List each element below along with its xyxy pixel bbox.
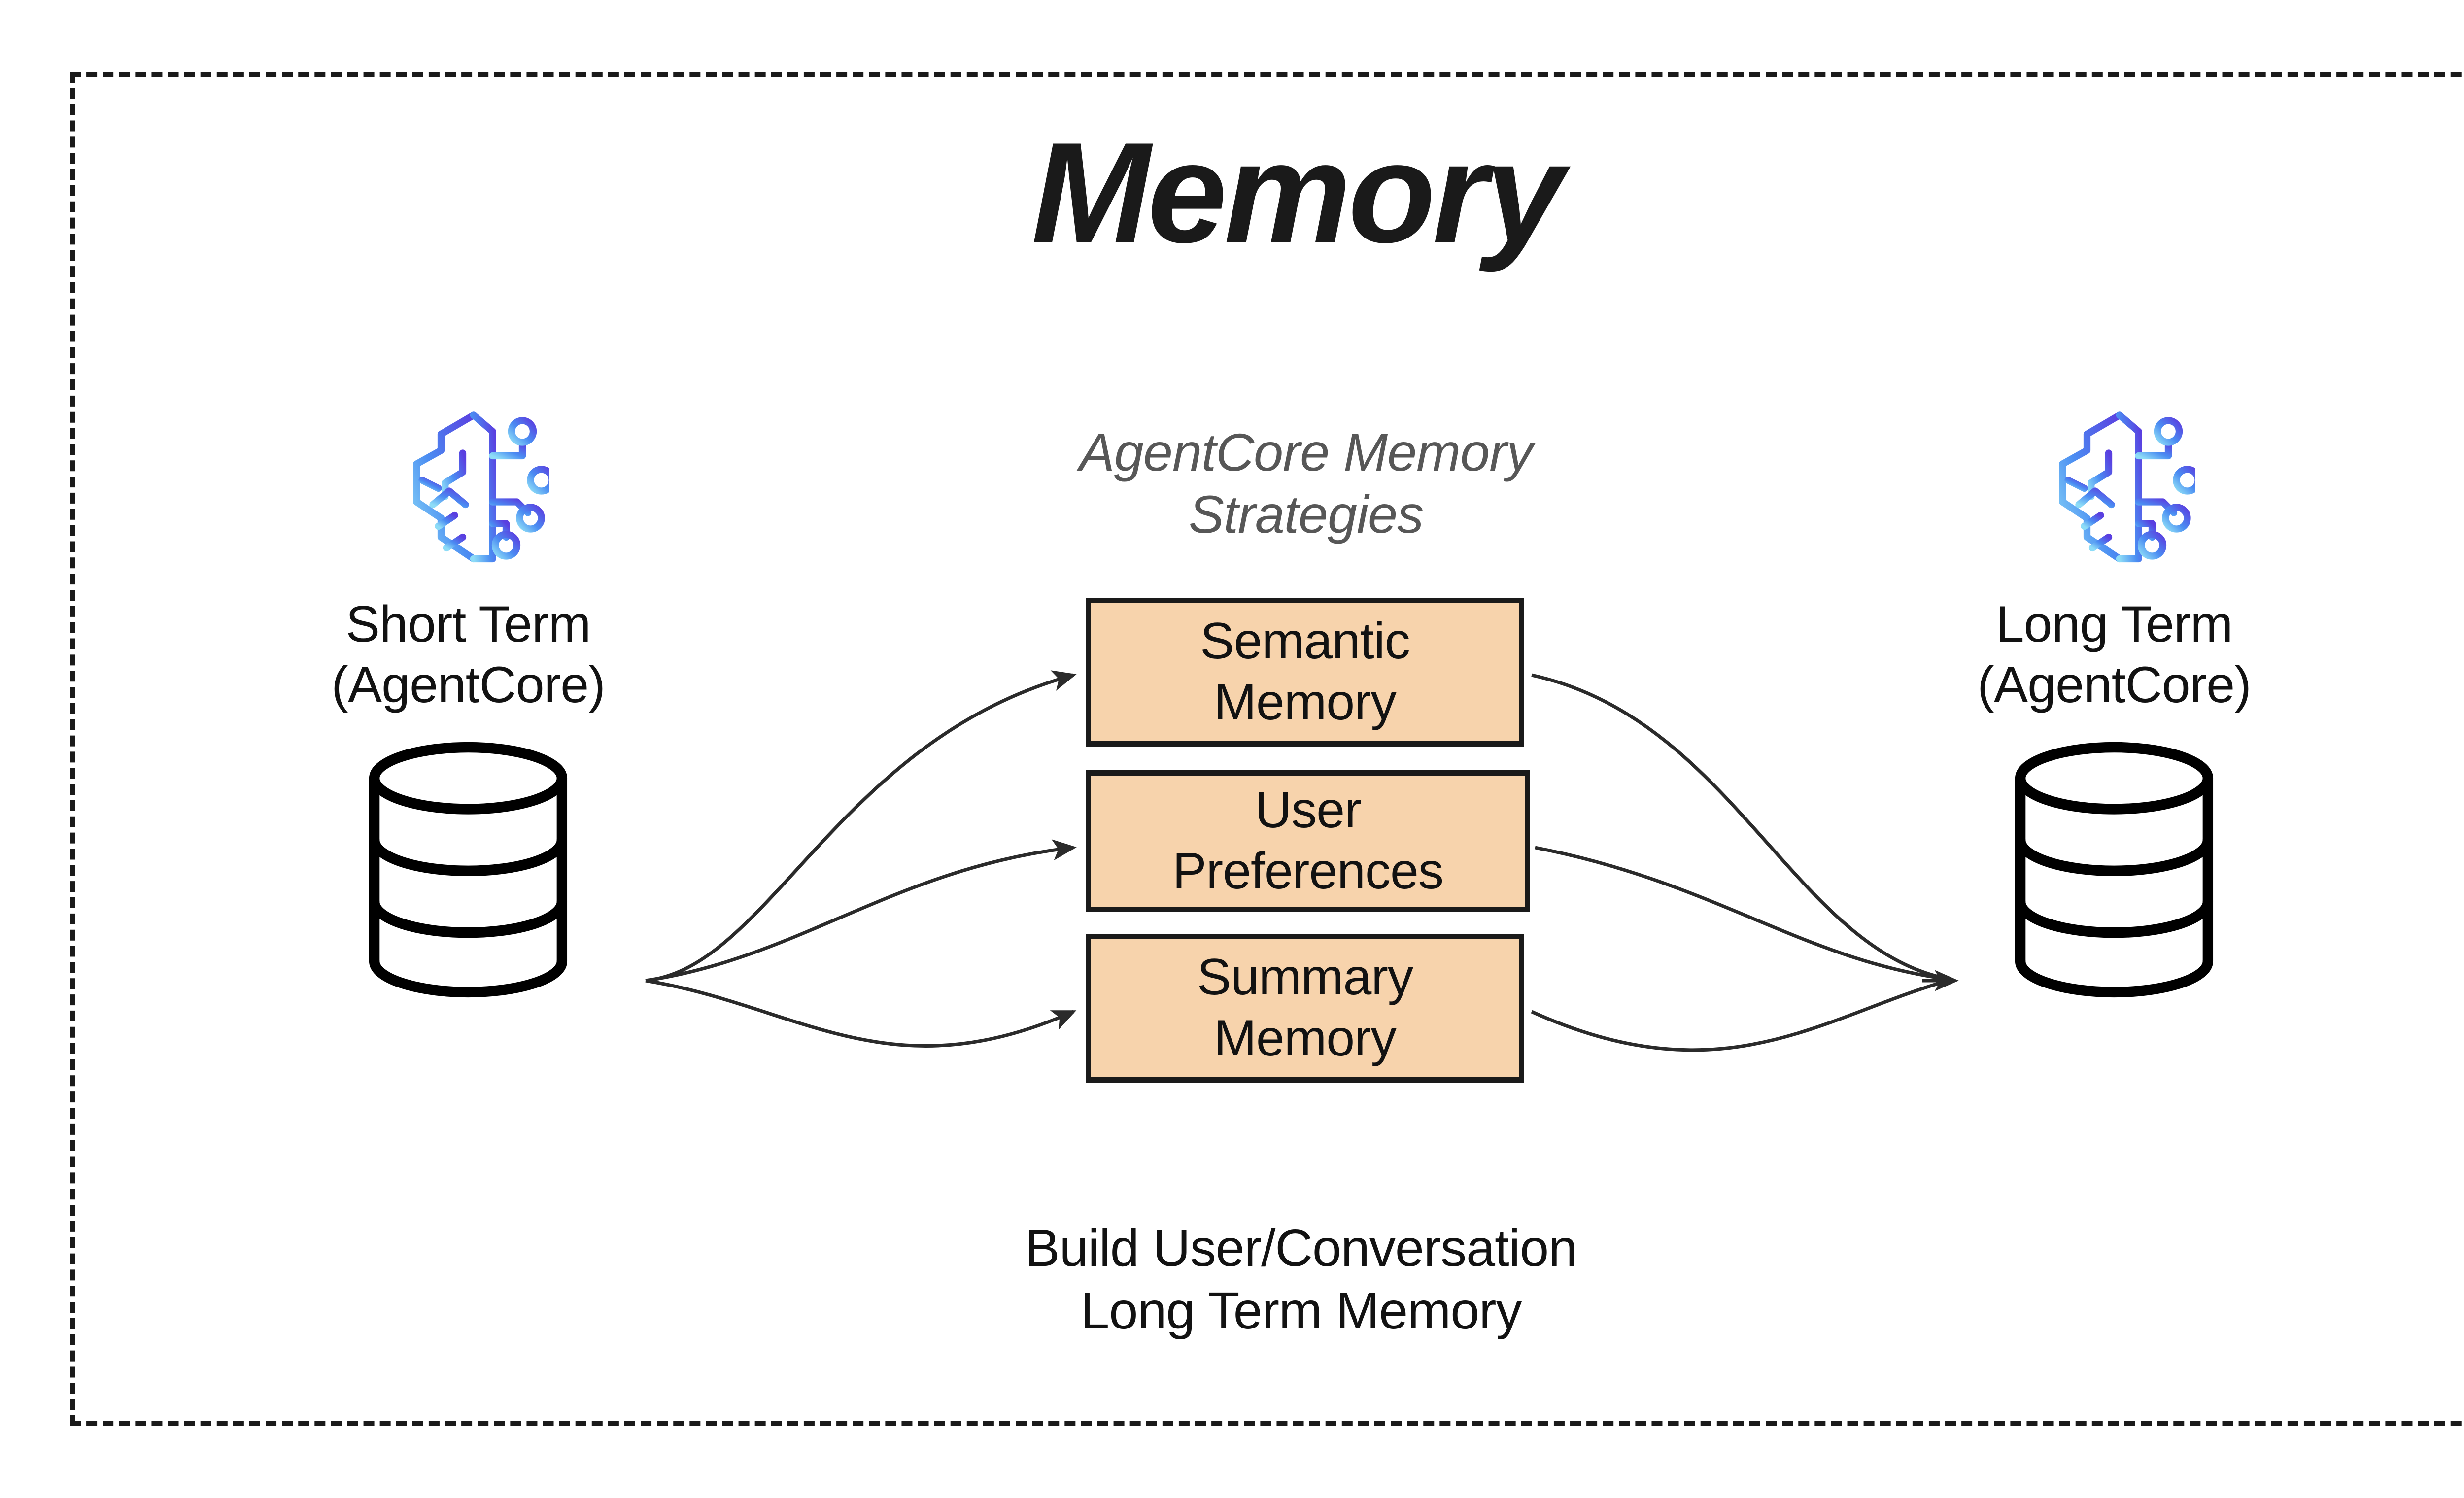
database-cylinder-icon xyxy=(2015,742,2214,998)
strategies-heading: AgentCore Memory Strategies xyxy=(1079,422,1533,545)
short-term-group: Short Term (AgentCore) xyxy=(246,394,690,998)
short-term-label: Short Term (AgentCore) xyxy=(331,596,605,714)
long-term-group: Long Term (AgentCore) xyxy=(1892,394,2336,998)
strategies-caption: Build User/Conversation Long Term Memory xyxy=(1025,1219,1577,1340)
strategy-box-semantic-memory[interactable]: Semantic Memory xyxy=(1086,598,1524,747)
dashed-frame-border xyxy=(70,72,2464,1426)
strategy-box-user-preferences[interactable]: User Preferences xyxy=(1086,770,1530,912)
ai-brain-circuit-icon xyxy=(2059,411,2195,563)
long-term-label: Long Term (AgentCore) xyxy=(1977,596,2251,714)
ai-brain-circuit-icon xyxy=(413,411,549,563)
database-cylinder-icon xyxy=(369,742,568,998)
strategy-box-summary-memory[interactable]: Summary Memory xyxy=(1086,934,1524,1083)
page-title: Memory xyxy=(1031,113,1565,272)
